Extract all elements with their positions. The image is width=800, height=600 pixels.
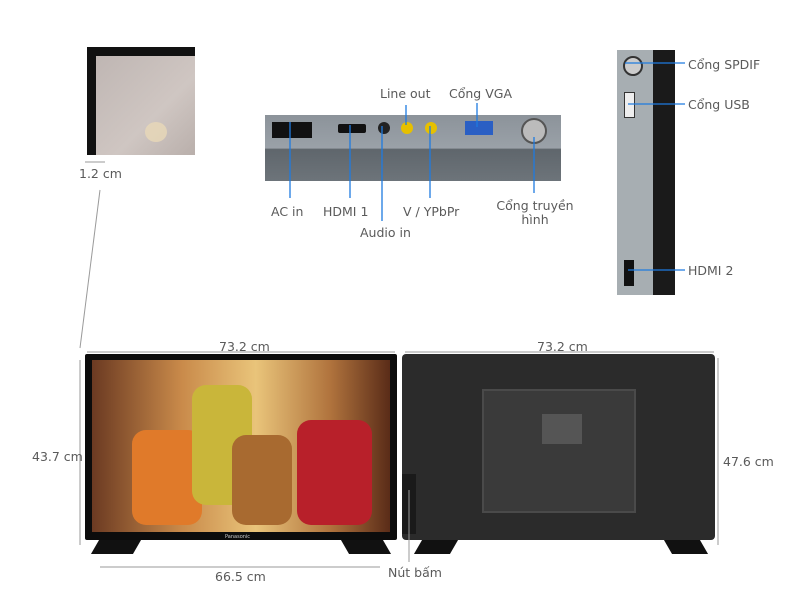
antenna-label: Cổng truyền hình <box>496 198 574 227</box>
line-out-label: Line out <box>380 86 431 101</box>
back-width-label: 73.2 cm <box>537 339 588 354</box>
ac-in-label: AC in <box>271 204 304 219</box>
screen-image <box>92 360 390 532</box>
bezel-width-label: 1.2 cm <box>79 166 122 181</box>
stand-width-label: 66.5 cm <box>215 569 266 584</box>
usb-label: Cổng USB <box>688 97 750 112</box>
hdmi1-label: HDMI 1 <box>323 204 369 219</box>
v-ypbpr-label: V / YPbPr <box>403 204 460 219</box>
buttons-label: Nút bấm <box>388 565 442 580</box>
brand-logo: Panasonic <box>225 534 251 540</box>
side-ports-image <box>617 50 675 295</box>
back-height-label: 47.6 cm <box>723 454 774 469</box>
front-width-label: 73.2 cm <box>219 339 270 354</box>
vga-label: Cổng VGA <box>449 86 512 101</box>
bezel-closeup-image <box>87 47 195 155</box>
tv-front-image <box>85 354 397 540</box>
front-height-label: 43.7 cm <box>32 449 83 464</box>
audio-in-label: Audio in <box>360 225 411 240</box>
spdif-label: Cổng SPDIF <box>688 57 761 72</box>
tv-back-image <box>402 354 715 540</box>
hdmi2-label: HDMI 2 <box>688 263 734 278</box>
